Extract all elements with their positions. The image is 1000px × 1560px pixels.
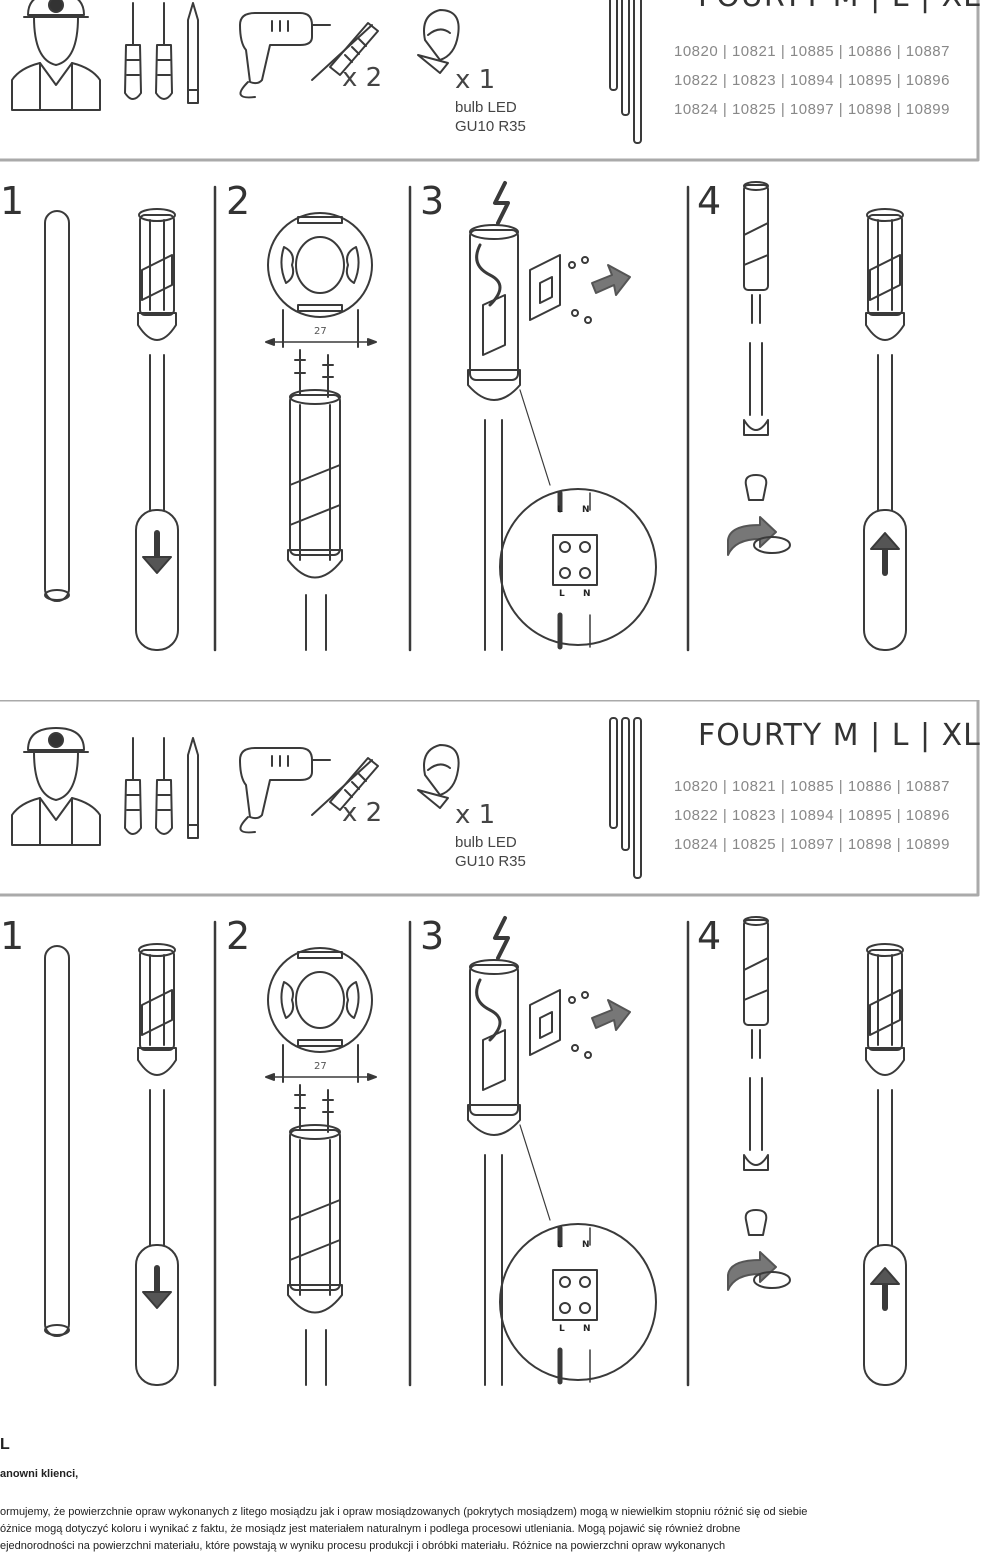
dimension-label: 27 bbox=[314, 326, 327, 337]
drill-icon bbox=[239, 747, 331, 834]
step3-drawing bbox=[467, 916, 657, 1386]
screwdriver-icons bbox=[124, 737, 173, 835]
instruction-sheet-2: FOURTY M | L | XL 10820 | 10821 | 10885 … bbox=[0, 700, 1000, 1400]
wire-label-top-l: L bbox=[557, 505, 563, 515]
step2-drawing bbox=[265, 212, 377, 651]
step-number-1: 1 bbox=[0, 179, 25, 223]
footer-heading: L bbox=[0, 1436, 10, 1453]
instruction-sheet-1: FOURTY M | L | XL 10820 | 10821 | 10885 … bbox=[0, 0, 1000, 665]
step-number-4: 4 bbox=[697, 914, 722, 958]
wire-label-top-l: L bbox=[557, 1240, 563, 1250]
footer-line-3: ejednorodności na powierzchni materiału,… bbox=[0, 1540, 726, 1552]
dowel-quantity: x 2 bbox=[342, 798, 383, 828]
screwdriver-icons bbox=[124, 2, 173, 100]
bulb-quantity: x 1 bbox=[455, 65, 496, 95]
bulb-quantity: x 1 bbox=[455, 800, 496, 830]
rods-icon bbox=[609, 717, 642, 879]
footer-line-2: óżnice mogą dotyczyć koloru i wynikać z … bbox=[0, 1523, 741, 1535]
product-codes-row-1: 10820 | 10821 | 10885 | 10886 | 10887 bbox=[674, 778, 950, 795]
step1-drawing bbox=[44, 943, 179, 1386]
footer-notice: L anowni klienci, ormujemy, że powierzch… bbox=[0, 1430, 1000, 1560]
rods-icon bbox=[609, 0, 642, 144]
step1-drawing bbox=[44, 208, 179, 651]
bulb-label-1: bulb LED bbox=[455, 834, 517, 851]
step-number-3: 3 bbox=[420, 914, 445, 958]
wire-label-top-n: N bbox=[582, 1240, 590, 1250]
footer-greeting: anowni klienci, bbox=[0, 1468, 79, 1480]
wire-label-top-n: N bbox=[582, 505, 590, 515]
pencil-icon bbox=[187, 737, 199, 839]
drill-icon bbox=[239, 12, 331, 99]
bulb-label-2: GU10 R35 bbox=[455, 853, 526, 870]
product-codes-row-2: 10822 | 10823 | 10894 | 10895 | 10896 bbox=[674, 72, 950, 89]
sheet-2-drawings bbox=[0, 700, 980, 1387]
dowel-icon bbox=[311, 22, 379, 81]
product-codes-row-3: 10824 | 10825 | 10897 | 10898 | 10899 bbox=[674, 836, 950, 853]
header-frame bbox=[0, 700, 980, 897]
dowel-quantity: x 2 bbox=[342, 63, 383, 93]
dimension-label: 27 bbox=[314, 1061, 327, 1072]
step-number-3: 3 bbox=[420, 179, 445, 223]
dowel-icon bbox=[311, 757, 379, 816]
wire-label-bottom-n: N bbox=[583, 1324, 591, 1334]
pencil-icon bbox=[187, 2, 199, 104]
step3-drawing bbox=[467, 181, 657, 651]
step4-drawing bbox=[727, 181, 907, 651]
worker-icon bbox=[11, 0, 101, 111]
product-title: FOURTY M | L | XL bbox=[698, 718, 981, 753]
wire-label-bottom-l: L bbox=[559, 589, 565, 599]
sheet-1-drawings bbox=[0, 0, 980, 652]
bulb-label-1: bulb LED bbox=[455, 99, 517, 116]
bulb-icon bbox=[417, 9, 460, 74]
header-frame bbox=[0, 0, 980, 162]
step-number-2: 2 bbox=[226, 179, 251, 223]
wire-label-bottom-n: N bbox=[583, 589, 591, 599]
step-number-4: 4 bbox=[697, 179, 722, 223]
product-title: FOURTY M | L | XL bbox=[698, 0, 981, 14]
product-codes-row-1: 10820 | 10821 | 10885 | 10886 | 10887 bbox=[674, 43, 950, 60]
step2-drawing bbox=[265, 947, 377, 1386]
product-codes-row-2: 10822 | 10823 | 10894 | 10895 | 10896 bbox=[674, 807, 950, 824]
worker-icon bbox=[11, 727, 101, 846]
wire-label-bottom-l: L bbox=[559, 1324, 565, 1334]
step4-drawing bbox=[727, 916, 907, 1386]
bulb-icon bbox=[417, 744, 460, 809]
product-codes-row-3: 10824 | 10825 | 10897 | 10898 | 10899 bbox=[674, 101, 950, 118]
bulb-label-2: GU10 R35 bbox=[455, 118, 526, 135]
step-number-2: 2 bbox=[226, 914, 251, 958]
step-number-1: 1 bbox=[0, 914, 25, 958]
footer-line-1: ormujemy, że powierzchnie opraw wykonany… bbox=[0, 1506, 808, 1518]
